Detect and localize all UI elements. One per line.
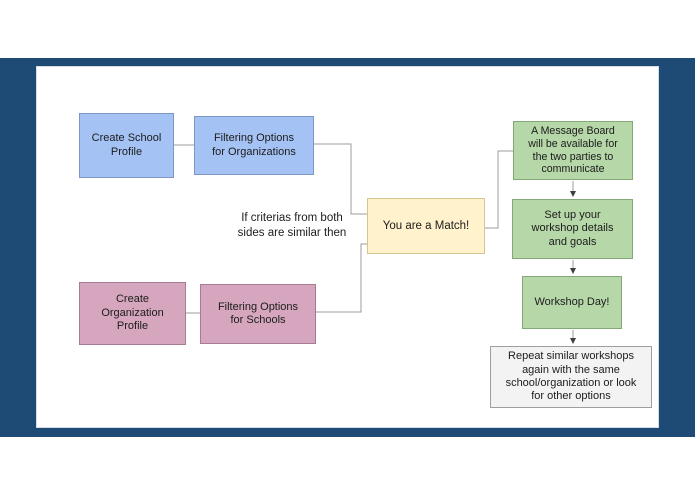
slide-frame: Create School Profile Filtering Options …	[0, 58, 695, 437]
node-create-school-profile: Create School Profile	[79, 113, 174, 178]
node-filtering-options-organizations: Filtering Options for Organizations	[194, 116, 314, 175]
connector-filterorgs-to-match	[314, 143, 367, 215]
node-setup-workshop: Set up your workshop details and goals	[512, 199, 633, 259]
connector-filterschools-to-match	[316, 243, 367, 313]
node-repeat-workshops: Repeat similar workshops again with the …	[490, 346, 652, 408]
condition-caption: If criterias from both sides are similar…	[237, 212, 347, 239]
node-filtering-options-schools: Filtering Options for Schools	[200, 284, 316, 344]
node-workshop-day: Workshop Day!	[522, 276, 622, 329]
node-message-board: A Message Board will be available for th…	[513, 121, 633, 180]
connector-layer	[174, 143, 576, 344]
node-you-are-a-match: You are a Match!	[367, 198, 485, 254]
node-create-organization-profile: Create Organization Profile	[79, 282, 186, 345]
diagram-canvas: Create School Profile Filtering Options …	[36, 66, 659, 428]
connector-match-to-messageboard	[485, 150, 513, 229]
